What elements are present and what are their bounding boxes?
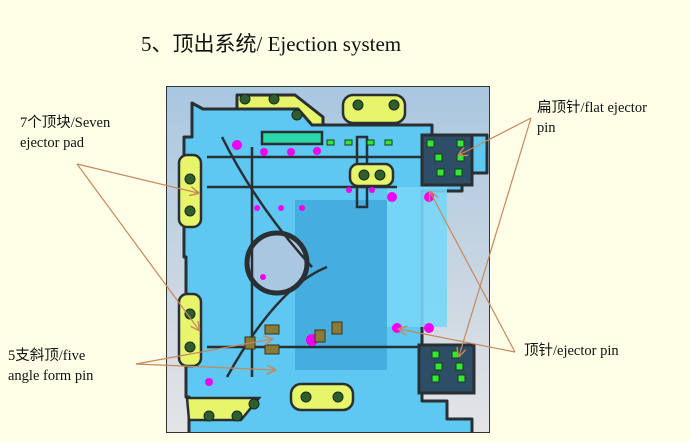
flat-ejector-pin-label: 扁顶针/flat ejector pin	[537, 98, 647, 138]
leader-flat-pin-1	[459, 117, 532, 155]
angle-form-pin-label: 5支斜顶/five angle form pin	[8, 346, 93, 386]
ejector-pin-label-line1: 顶针/ejector pin	[524, 343, 619, 359]
ejector-pad-label: 7个顶块/Seven ejector pad	[20, 113, 110, 153]
angle-form-pin-label-line2: angle form pin	[8, 368, 94, 384]
ejector-pin-label: 顶针/ejector pin	[524, 341, 619, 361]
leader-flat-pin-2	[459, 117, 532, 356]
angle-form-pin-label-line1: 5支斜顶/five	[8, 348, 86, 364]
mold-part-drawing	[177, 93, 489, 432]
leader-ejector-pin-2	[399, 329, 516, 353]
slide-title: 5、顶出系统/ Ejection system	[141, 32, 402, 56]
ejector-pad-label-line1: 7个顶块/Seven	[20, 115, 111, 131]
leader-ejector-pad-2	[76, 163, 199, 330]
leader-ejector-pin-1	[430, 192, 516, 353]
leader-ejector-pad-1	[76, 163, 198, 193]
flat-ejector-pin-label-line2: pin	[537, 120, 556, 136]
flat-ejector-pin-label-line1: 扁顶针/flat ejector	[537, 100, 647, 116]
ejector-pad	[289, 382, 355, 412]
leader-angle-pin-2	[135, 363, 275, 370]
mold-cad-figure	[166, 86, 490, 433]
ejector-pad	[348, 162, 395, 188]
leader-angle-pin-1	[135, 339, 272, 365]
ejector-pad-label-line2: ejector pad	[20, 135, 85, 151]
